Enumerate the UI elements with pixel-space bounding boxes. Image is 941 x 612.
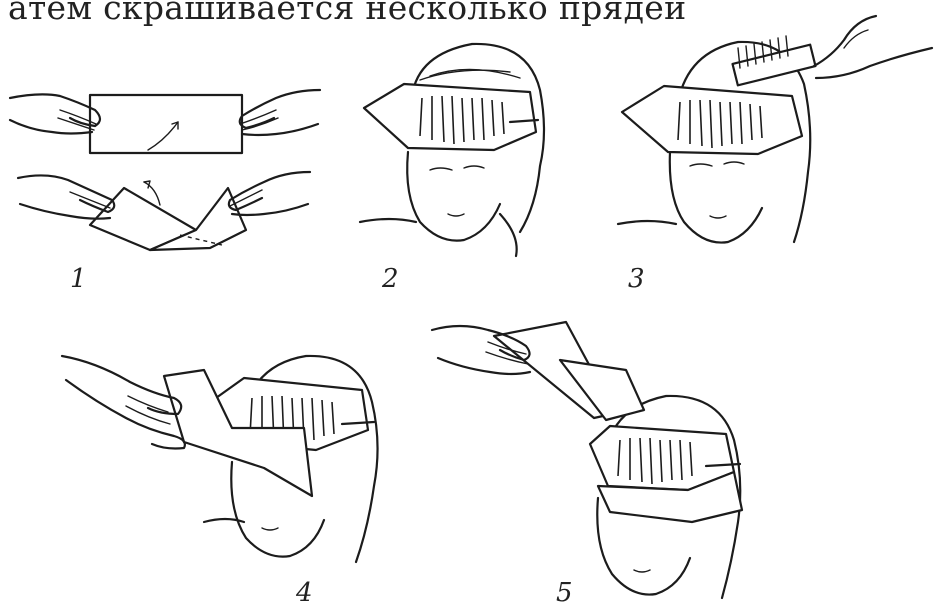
step-3-label: 3 [628, 264, 645, 294]
step-1-label: 1 [70, 264, 87, 294]
step-3-illustration [618, 12, 936, 262]
combing-drawing [618, 12, 936, 262]
step-5-illustration [430, 300, 790, 605]
placing-foil-drawing [56, 332, 396, 582]
step-2-label: 2 [382, 264, 399, 294]
paper-folding-drawing [0, 80, 330, 280]
folding-foil-drawing [430, 300, 790, 605]
step-2-illustration [360, 36, 560, 258]
step-4-illustration [56, 332, 396, 582]
step-5-label: 5 [556, 578, 573, 608]
head-with-paper-drawing [360, 36, 560, 258]
step-4-label: 4 [296, 578, 313, 608]
step-1-illustration [0, 80, 330, 280]
top-caption-text: атем скрашивается несколько прядей [8, 0, 686, 27]
